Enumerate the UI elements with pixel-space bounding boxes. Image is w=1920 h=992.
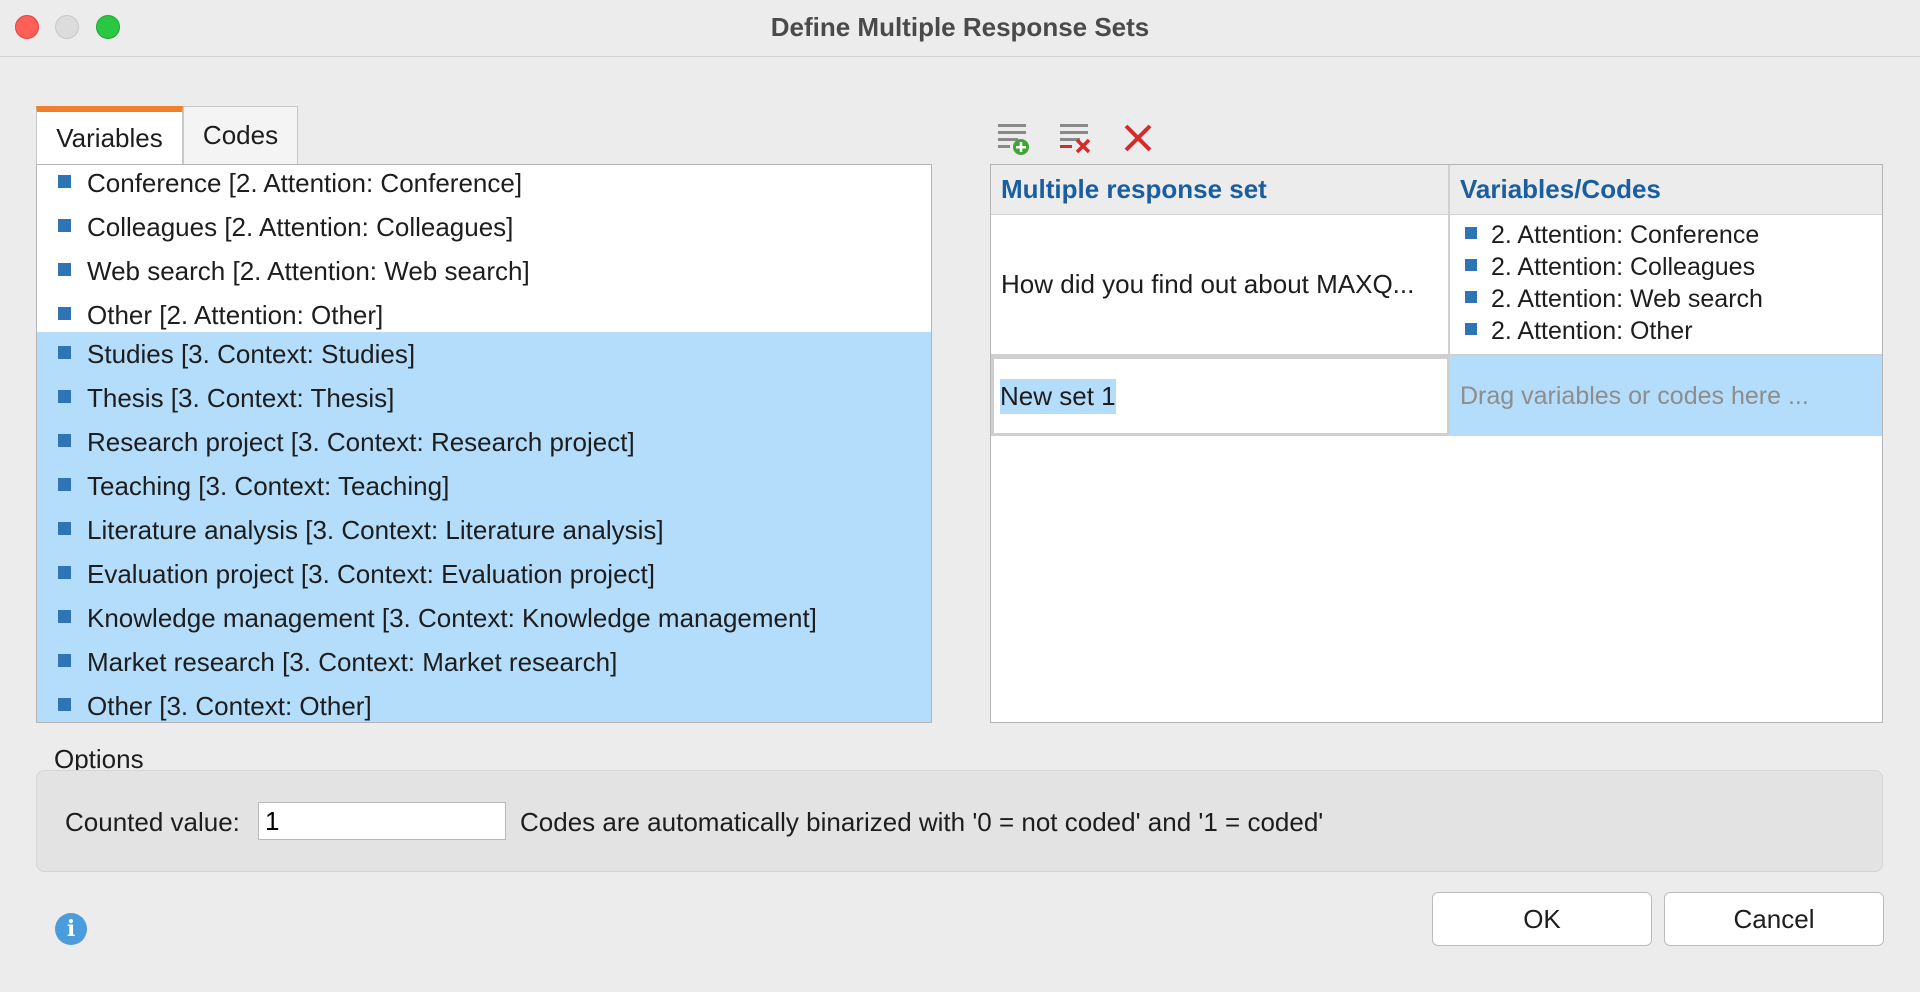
list-item: 2. Attention: Conference bbox=[1450, 219, 1882, 251]
list-item-label: 2. Attention: Other bbox=[1491, 316, 1693, 345]
variable-icon bbox=[58, 697, 71, 711]
response-sets-table[interactable]: Multiple response set Variables/Codes Ho… bbox=[990, 164, 1883, 723]
title-bar: Define Multiple Response Sets bbox=[0, 0, 1920, 57]
list-item[interactable]: Literature analysis [3. Context: Literat… bbox=[37, 508, 931, 552]
minimize-window-button[interactable] bbox=[55, 15, 79, 39]
list-item-label: Teaching [3. Context: Teaching] bbox=[87, 470, 450, 501]
list-item-label: Research project [3. Context: Research p… bbox=[87, 426, 635, 457]
list-item-label: Thesis [3. Context: Thesis] bbox=[87, 382, 395, 413]
counted-value-label: Counted value: bbox=[65, 807, 240, 837]
list-item-label: 2. Attention: Colleagues bbox=[1491, 252, 1756, 281]
column-header-set[interactable]: Multiple response set bbox=[991, 165, 1450, 215]
variable-icon bbox=[58, 609, 71, 623]
variable-icon bbox=[1465, 291, 1477, 303]
remove-set-icon[interactable] bbox=[1058, 120, 1094, 156]
list-item[interactable]: Conference [2. Attention: Conference] bbox=[37, 165, 931, 205]
list-item[interactable]: Other [3. Context: Other] bbox=[37, 684, 931, 722]
window-title: Define Multiple Response Sets bbox=[770, 12, 1150, 42]
list-item: 2. Attention: Other bbox=[1450, 315, 1882, 347]
variable-icon bbox=[58, 653, 71, 667]
cancel-button[interactable]: Cancel bbox=[1664, 892, 1884, 946]
variable-icon bbox=[58, 174, 71, 188]
options-heading: Options bbox=[54, 744, 144, 774]
variable-icon bbox=[58, 389, 71, 403]
variable-icon bbox=[58, 306, 71, 320]
counted-value-input[interactable] bbox=[258, 802, 506, 840]
variable-icon bbox=[1465, 323, 1477, 335]
list-item-label: Other [3. Context: Other] bbox=[87, 690, 372, 721]
ok-button[interactable]: OK bbox=[1432, 892, 1652, 946]
set-name-input[interactable]: New set 1 bbox=[991, 356, 1450, 436]
list-item: 2. Attention: Colleagues bbox=[1450, 251, 1882, 283]
list-item[interactable]: Colleagues [2. Attention: Colleagues] bbox=[37, 205, 931, 249]
tab-codes[interactable]: Codes bbox=[183, 106, 298, 164]
list-item-label: 2. Attention: Web search bbox=[1491, 284, 1763, 313]
variable-icon bbox=[58, 477, 71, 491]
list-item-label: Studies [3. Context: Studies] bbox=[87, 338, 416, 369]
variable-icon bbox=[58, 345, 71, 359]
add-set-icon[interactable] bbox=[996, 120, 1032, 156]
variable-icon bbox=[58, 433, 71, 447]
set-name-text: New set 1 bbox=[1000, 378, 1116, 414]
variable-icon bbox=[58, 262, 71, 276]
variable-icon bbox=[1465, 227, 1477, 239]
variable-icon bbox=[58, 565, 71, 579]
list-item[interactable]: Teaching [3. Context: Teaching] bbox=[37, 464, 931, 508]
zoom-window-button[interactable] bbox=[96, 15, 120, 39]
close-window-button[interactable] bbox=[15, 15, 39, 39]
list-item-label: Colleagues [2. Attention: Colleagues] bbox=[87, 211, 514, 242]
table-row-set-name[interactable]: How did you find out about MAXQ... bbox=[991, 215, 1450, 356]
list-item[interactable]: Other [2. Attention: Other] bbox=[37, 293, 931, 337]
list-item-label: Market research [3. Context: Market rese… bbox=[87, 646, 618, 677]
list-item-label: Knowledge management [3. Context: Knowle… bbox=[87, 602, 817, 633]
tab-variables[interactable]: Variables bbox=[36, 106, 183, 164]
variable-icon bbox=[58, 521, 71, 535]
table-row-variables[interactable]: 2. Attention: Conference 2. Attention: C… bbox=[1450, 215, 1882, 356]
list-item[interactable]: Thesis [3. Context: Thesis] bbox=[37, 376, 931, 420]
info-icon[interactable]: i bbox=[55, 913, 87, 945]
list-item-label: Other [2. Attention: Other] bbox=[87, 299, 384, 330]
list-item[interactable]: Web search [2. Attention: Web search] bbox=[37, 249, 931, 293]
list-item[interactable]: Studies [3. Context: Studies] bbox=[37, 332, 931, 376]
list-item[interactable]: Evaluation project [3. Context: Evaluati… bbox=[37, 552, 931, 596]
list-item-label: Literature analysis [3. Context: Literat… bbox=[87, 514, 664, 545]
list-item-label: 2. Attention: Conference bbox=[1491, 220, 1760, 249]
list-item: 2. Attention: Web search bbox=[1450, 283, 1882, 315]
list-item[interactable]: Knowledge management [3. Context: Knowle… bbox=[37, 596, 931, 640]
list-item[interactable]: Research project [3. Context: Research p… bbox=[37, 420, 931, 464]
list-item-label: Web search [2. Attention: Web search] bbox=[87, 255, 530, 286]
list-item[interactable]: Market research [3. Context: Market rese… bbox=[37, 640, 931, 684]
variables-list[interactable]: Conference [2. Attention: Conference] Co… bbox=[36, 164, 932, 723]
delete-icon[interactable] bbox=[1120, 120, 1156, 156]
list-item-label: Evaluation project [3. Context: Evaluati… bbox=[87, 558, 655, 589]
list-item-label: Conference [2. Attention: Conference] bbox=[87, 167, 523, 198]
drop-target[interactable]: Drag variables or codes here ... bbox=[1450, 356, 1882, 436]
column-header-variables[interactable]: Variables/Codes bbox=[1450, 165, 1882, 215]
variable-icon bbox=[1465, 259, 1477, 271]
variable-icon bbox=[58, 218, 71, 232]
binarization-note: Codes are automatically binarized with '… bbox=[520, 807, 1324, 837]
set-name-text: How did you find out about MAXQ... bbox=[1001, 269, 1415, 299]
